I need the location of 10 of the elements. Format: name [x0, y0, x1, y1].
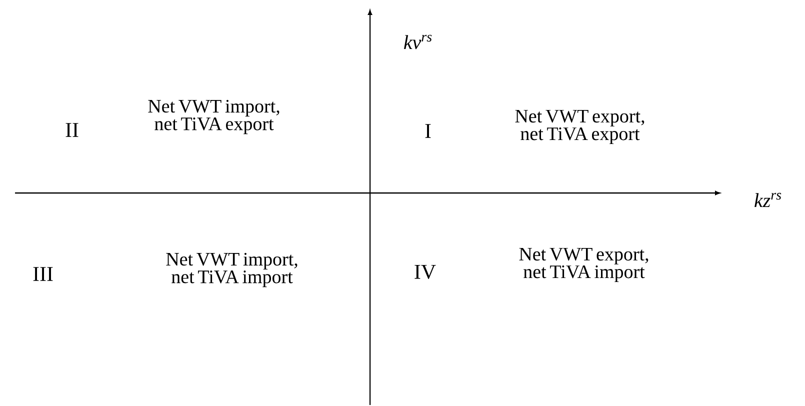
- quadrant-numeral: I: [425, 124, 431, 138]
- quadrant-numeral: II: [66, 123, 78, 137]
- quadrant-numeral: IV: [414, 264, 436, 280]
- quadrant-text: Net VWT import, net TiVA export: [148, 100, 280, 134]
- quadrant-text: Net VWT export, net TiVA import: [519, 248, 648, 282]
- axis-label: kv$^{rs}$: [404, 34, 432, 50]
- quadrant-text: Net VWT import, net TiVA import: [166, 252, 298, 288]
- quadrant-numeral: III: [33, 267, 53, 281]
- quadrant-text: Net VWT export, net TiVA export: [515, 110, 644, 144]
- axis-label: kz$^{rs}$: [754, 192, 782, 208]
